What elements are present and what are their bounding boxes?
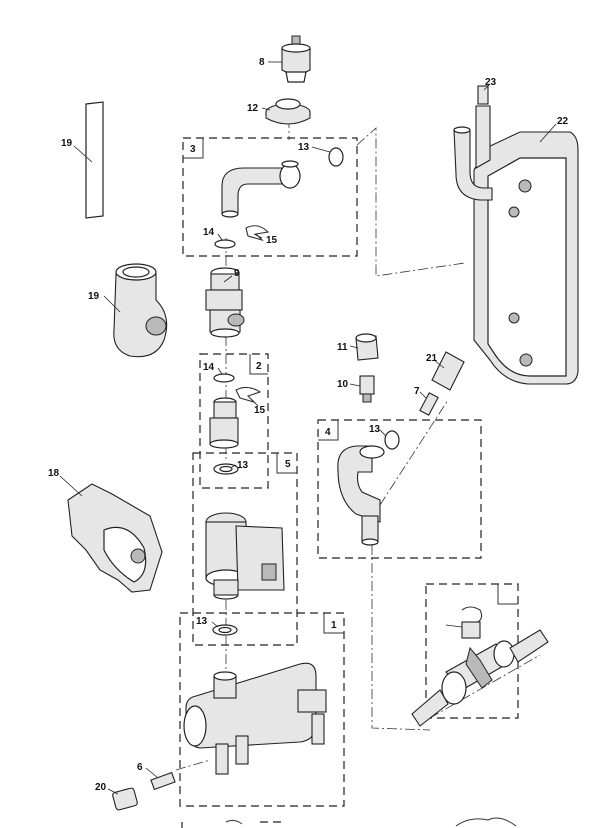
- part-9-valve-body: [205, 267, 245, 338]
- part-23-filter: [461, 606, 483, 639]
- part-8-pressure-sensor: [281, 35, 311, 83]
- part-3-elbow-pipe: [221, 160, 301, 218]
- part-labels: 8 12 3 13 19 14 15 9 19 2 14 15 5 13 18 …: [48, 57, 569, 793]
- label-part-13-bypass: 13: [369, 424, 381, 435]
- part-18-gasket-strip: [85, 101, 104, 219]
- label-part-19-lower: 20: [95, 782, 107, 793]
- part-14-oring-upper: [214, 239, 236, 249]
- part-14-oring-lower: [213, 373, 235, 383]
- part-21-connection-pipes: [453, 85, 493, 201]
- label-part-15-upper: 15: [266, 235, 278, 246]
- part-13-seal-pump-bottom: [212, 624, 238, 636]
- label-part-21: 23: [485, 77, 497, 88]
- part-7-drain-fitting: [419, 392, 439, 416]
- label-part-14-lower: 14: [203, 362, 215, 373]
- part-13-seal-bypass: [384, 430, 400, 450]
- part-16-pump-bracket: [67, 483, 163, 593]
- part-20-plate-heat-exchanger: [473, 131, 579, 385]
- part-22-filter-valve: [411, 629, 549, 727]
- label-part-11: 11: [337, 342, 348, 353]
- label-part-6: 6: [137, 762, 143, 773]
- label-part-7: 7: [414, 386, 420, 397]
- label-part-9: 9: [234, 268, 240, 279]
- label-part-12: 12: [247, 103, 259, 114]
- label-part-15-lower: 15: [254, 405, 266, 416]
- part-11-sensor-cap: [355, 333, 379, 361]
- part-19-cap-upper: [431, 351, 465, 391]
- part-17-insulation-cover: [113, 263, 168, 358]
- group-box-1: [179, 612, 345, 807]
- label-part-17: 19: [88, 291, 100, 302]
- part-12-retaining-nut: [265, 98, 311, 125]
- part-6-fitting: [150, 771, 176, 791]
- group-box-5: [192, 452, 298, 646]
- label-part-10: 10: [337, 379, 349, 390]
- part-13-seal-pump-top: [213, 463, 239, 475]
- label-part-13-pump-top: 13: [237, 460, 249, 471]
- label-group-4: 4: [325, 427, 331, 438]
- label-part-13-upper: 13: [298, 142, 310, 153]
- label-part-8: 8: [259, 57, 265, 68]
- part-1-hydraulic-manifold: [183, 662, 327, 775]
- group-box-2: [199, 353, 269, 489]
- label-part-14-upper: 14: [203, 227, 215, 238]
- label-part-20: 22: [557, 116, 569, 127]
- label-group-5: 5: [285, 459, 291, 470]
- part-13-seal-upper: [328, 147, 344, 167]
- part-5-circulation-pump: [205, 512, 285, 600]
- label-group-2: 2: [256, 361, 262, 372]
- group-box-3: [182, 137, 358, 257]
- part-15-clip-upper: [245, 225, 270, 242]
- label-part-19-upper: 21: [426, 353, 438, 364]
- label-part-18: 19: [61, 138, 73, 149]
- label-part-16: 18: [48, 468, 60, 479]
- group-box-4: [317, 419, 482, 559]
- leader-lines: [59, 61, 557, 795]
- part-4-bypass-pipe: [337, 445, 385, 546]
- pump-connector: [209, 397, 239, 449]
- part-10-sensor-body: [359, 375, 375, 403]
- cropped-bottom-parts: [181, 817, 517, 828]
- label-group-1: 1: [331, 620, 337, 631]
- part-15-clip-lower: [235, 386, 262, 404]
- part-19-cap-lower: [112, 787, 138, 811]
- label-group-3: 3: [190, 144, 196, 155]
- label-part-13-pump-bottom: 13: [196, 616, 208, 627]
